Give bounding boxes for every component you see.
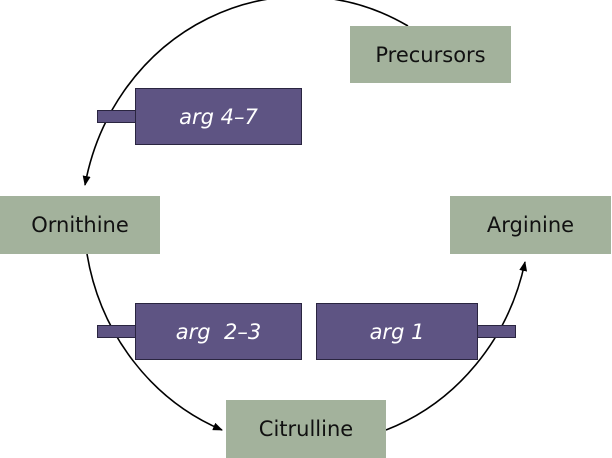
precursors-label: Precursors (375, 42, 486, 67)
arg1-label: arg 1 (369, 319, 425, 344)
arg23-label: arg 2–3 (175, 319, 262, 344)
arg1-gene-box: arg 1 (316, 303, 478, 360)
arg1-tab (476, 325, 516, 338)
arginine-label: Arginine (486, 213, 575, 237)
citrulline-box: Citrulline (226, 400, 386, 458)
arrow-ornithine-to-citrulline (86, 253, 223, 431)
arginine-box: Arginine (450, 196, 611, 254)
ornithine-label: Ornithine (31, 213, 129, 237)
ornithine-box: Ornithine (0, 196, 160, 254)
arg47-gene-box: arg 4–7 (135, 88, 302, 145)
precursors-box: Precursors (350, 26, 511, 83)
arrow-precursors-to-ornithine (82, 0, 409, 186)
citrulline-label: Citrulline (258, 417, 354, 441)
arg47-tab (97, 110, 137, 123)
arrow-citrulline-to-arginine (385, 261, 528, 431)
arg23-gene-box: arg 2–3 (135, 303, 302, 360)
arg47-label: arg 4–7 (179, 104, 258, 129)
arg23-tab (97, 325, 137, 338)
